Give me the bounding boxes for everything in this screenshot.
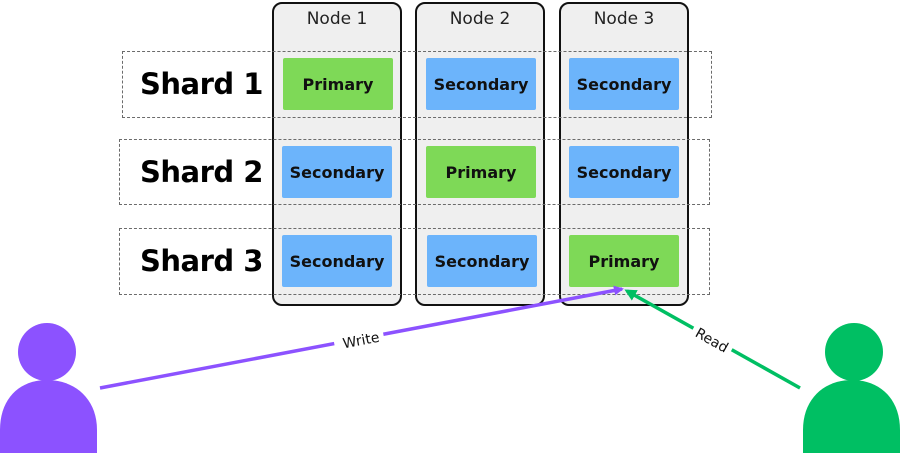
- shard-label-2: Shard 2: [140, 155, 263, 189]
- replica-shard1-node1: Primary: [283, 58, 393, 110]
- node-title: Node 1: [306, 9, 368, 29]
- shard-label-3: Shard 3: [140, 244, 263, 278]
- shard-row-1: [122, 51, 712, 118]
- write-label-bg: [332, 325, 386, 355]
- replica-shard3-node1: Secondary: [282, 235, 392, 287]
- shard-row-3: [119, 228, 710, 295]
- shard-label-1: Shard 1: [140, 67, 263, 101]
- replica-shard2-node3: Secondary: [569, 146, 679, 198]
- replica-shard3-node2: Secondary: [427, 235, 537, 287]
- node-title: Node 2: [449, 9, 511, 29]
- replica-shard1-node2: Secondary: [426, 58, 536, 110]
- write-user-icon: [0, 323, 97, 453]
- node-title: Node 3: [593, 9, 655, 29]
- replica-shard2-node2: Primary: [426, 146, 536, 198]
- write-label: Write: [342, 330, 381, 353]
- replica-shard1-node3: Secondary: [569, 58, 679, 110]
- read-label-bg: [687, 320, 737, 360]
- replica-shard3-node3: Primary: [569, 235, 679, 287]
- replica-shard2-node1: Secondary: [282, 146, 392, 198]
- read-user-icon: [803, 323, 900, 453]
- shard-row-2: [119, 139, 710, 205]
